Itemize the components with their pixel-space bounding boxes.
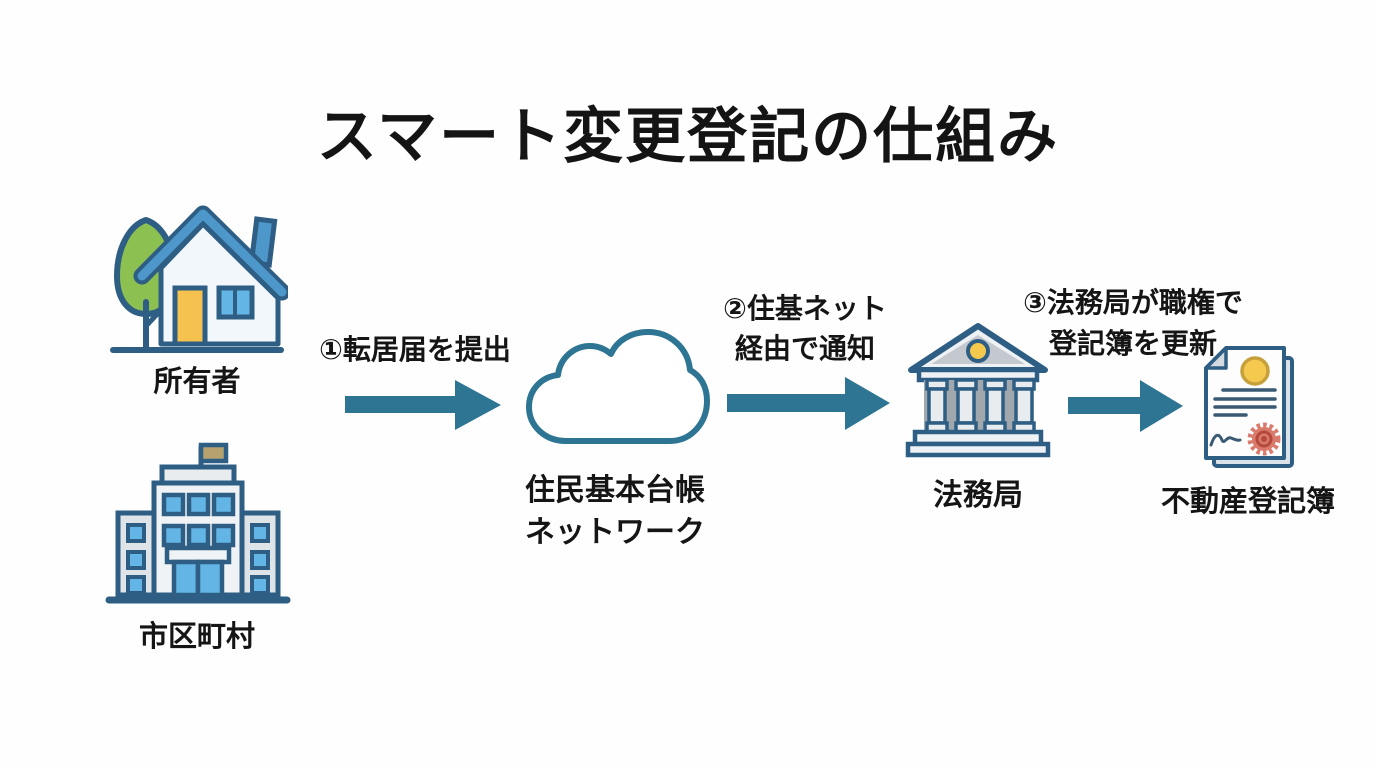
owner-label: 所有者 (153, 366, 241, 398)
municipality-label: 市区町村 (138, 621, 255, 653)
text-lines (1213, 388, 1277, 417)
house (133, 205, 288, 347)
bureau-label: 法務局 (933, 479, 1023, 512)
folded-corner (1204, 346, 1228, 370)
bank-icon (905, 323, 1051, 458)
city-hall-icon (105, 442, 291, 604)
step3-label-line1: ③法務局が職権で (1023, 287, 1243, 318)
base-step-lower (905, 441, 1051, 458)
columns (925, 378, 1036, 434)
page-title: スマート変更登記の仕組み (316, 103, 1060, 170)
flow-arrow-2 (727, 377, 890, 430)
juki-net-label: 住民基本台帳 ネットワーク (500, 470, 730, 554)
cloud-icon (526, 329, 710, 444)
step2-label-line2: 経由で通知 (734, 333, 875, 364)
step3-label-line2: 登記簿を更新 (1048, 328, 1217, 359)
windows (126, 492, 270, 595)
gold-seal (1240, 356, 1270, 386)
entrance (164, 545, 232, 598)
door (172, 285, 208, 347)
signature (1209, 433, 1242, 447)
juki-net-label-line2: ネットワーク (525, 516, 705, 549)
step2-label-line1: ②住基ネット (723, 293, 887, 324)
house-icon (110, 205, 288, 353)
flag (198, 442, 229, 474)
pediment-medallion (966, 339, 990, 363)
certificate-icon (1204, 346, 1294, 468)
step3-label: ③法務局が職権で 登記簿を更新 (1003, 282, 1263, 364)
step2-label: ②住基ネット 経由で通知 (705, 289, 905, 369)
flow-arrow-3 (1068, 380, 1183, 432)
registry-label: 不動産登記簿 (1160, 486, 1335, 518)
red-rosette-seal (1247, 422, 1281, 456)
step1-label: ①転居届を提出 (319, 334, 511, 365)
juki-net-label-line1: 住民基本台帳 (525, 474, 705, 507)
flow-arrow-1 (345, 380, 501, 430)
